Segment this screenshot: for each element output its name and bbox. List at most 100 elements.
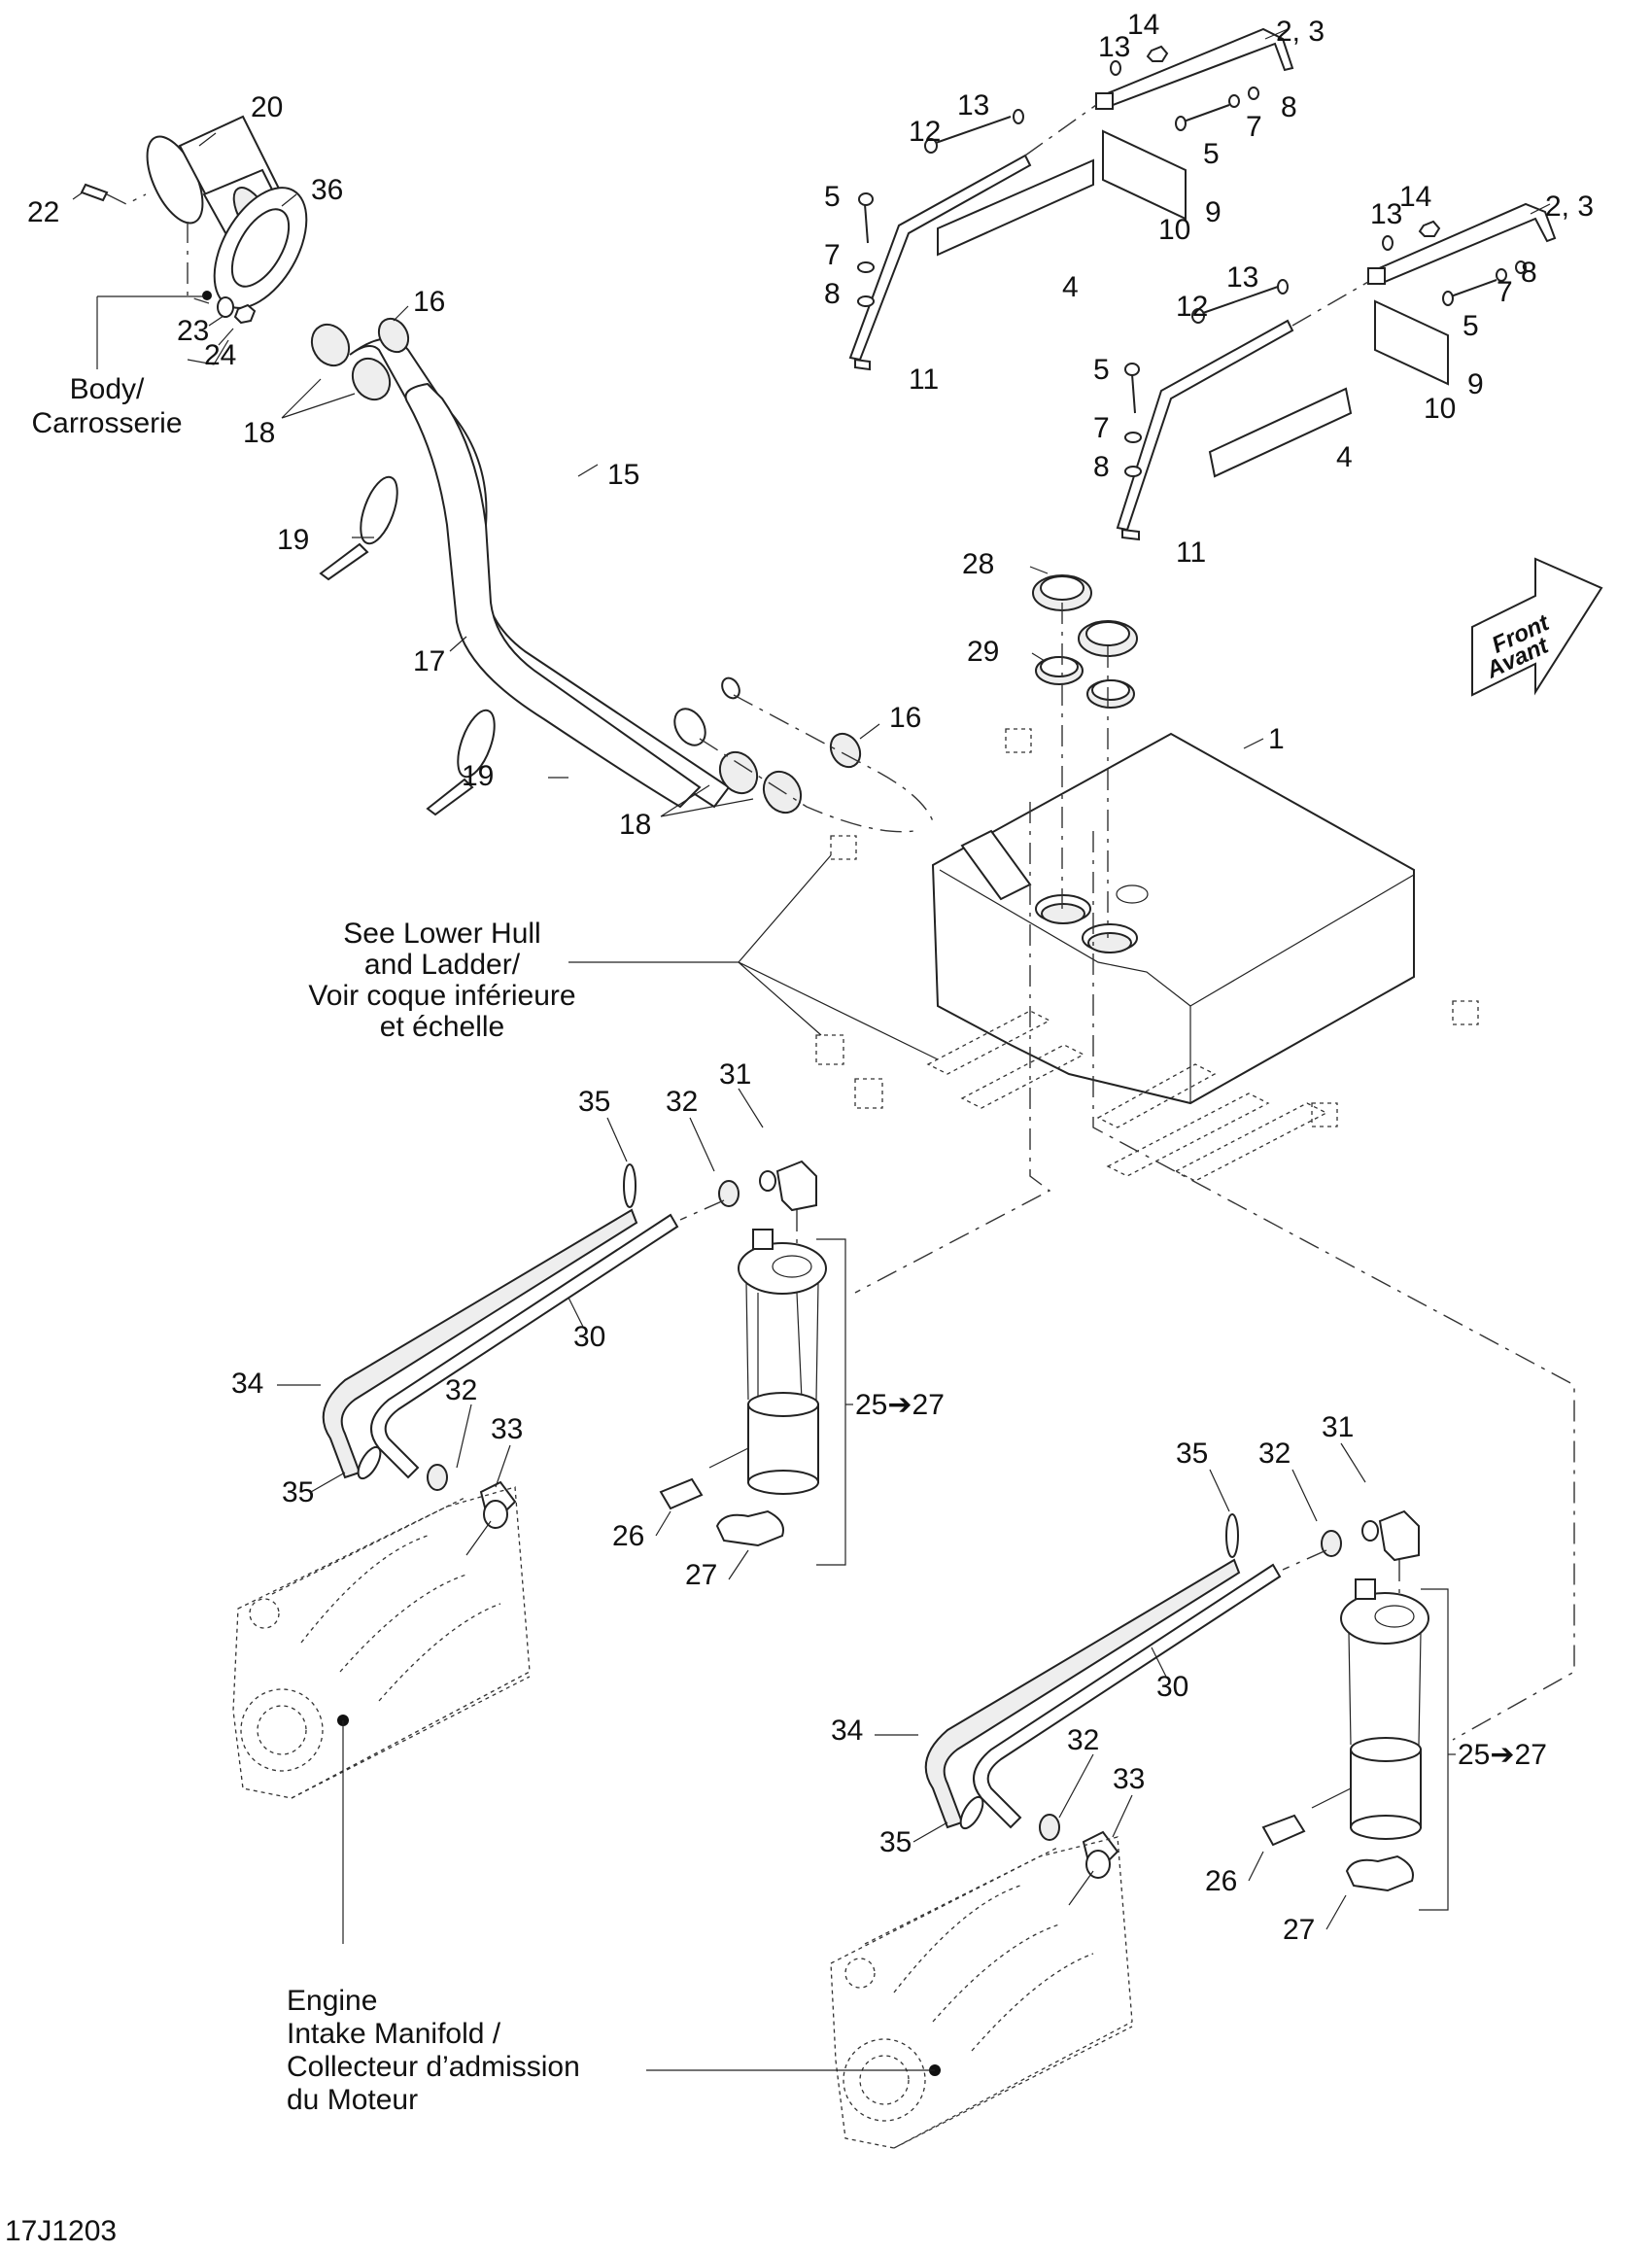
callout: 18 xyxy=(243,417,275,449)
fuel-tank xyxy=(931,732,1415,1105)
callout: 5 xyxy=(1093,354,1110,386)
tank-strap-upper-2 xyxy=(1116,202,1557,541)
callout: 33 xyxy=(1113,1763,1145,1795)
callout: 33 xyxy=(491,1413,523,1445)
bracket-2527-right xyxy=(1419,1588,1449,1911)
callout: 27 xyxy=(685,1559,717,1591)
note-body-line2: Carrosserie xyxy=(31,407,182,439)
callout: 5 xyxy=(1203,138,1220,170)
callout: 8 xyxy=(1281,91,1297,123)
note-engine-line1: Engine xyxy=(287,1985,377,2017)
fittings-right xyxy=(1282,1509,1420,1594)
screw-22 xyxy=(80,183,109,202)
callout: 5 xyxy=(824,181,841,213)
callout: 4 xyxy=(1062,271,1079,303)
callout: 2, 3 xyxy=(1276,16,1325,48)
callout: 9 xyxy=(1467,368,1484,400)
note-lower-hull-line4: et échelle xyxy=(380,1011,504,1043)
note-engine-line4: du Moteur xyxy=(287,2084,418,2116)
callout: 32 xyxy=(1258,1438,1291,1470)
engine-intake-manifold-right xyxy=(830,1836,1133,2149)
note-lower-hull-line2: and Ladder/ xyxy=(364,949,521,981)
callout: 19 xyxy=(277,524,309,556)
note-lower-hull: See Lower Hull and Ladder/ Voir coque in… xyxy=(308,918,575,1043)
note-lower-hull-line3: Voir coque inférieure xyxy=(308,980,575,1012)
nut-24 xyxy=(233,303,257,325)
callout: 20 xyxy=(251,91,283,123)
body-attach-point xyxy=(202,291,212,300)
leader-body-stud xyxy=(187,222,210,304)
callout: 9 xyxy=(1205,196,1222,228)
callout: 12 xyxy=(909,116,941,148)
fuel-pump-module-left xyxy=(659,1229,827,1547)
front-direction-arrow: Front Avant xyxy=(1471,557,1603,697)
washer-23 xyxy=(217,296,234,318)
callout: 31 xyxy=(1322,1411,1354,1443)
callout: 35 xyxy=(578,1086,610,1118)
bracket-2527-left xyxy=(816,1238,846,1566)
callout: 28 xyxy=(962,548,994,580)
callout: 7 xyxy=(824,239,841,271)
callout: 1 xyxy=(1268,723,1285,755)
callout: 29 xyxy=(967,636,999,668)
callout: 23 xyxy=(177,315,209,347)
fuel-pump-module-right xyxy=(1261,1578,1429,1892)
callout: 14 xyxy=(1399,181,1431,213)
callout: 26 xyxy=(1205,1865,1237,1897)
callout: 13 xyxy=(1370,198,1402,230)
callout: 19 xyxy=(462,760,494,792)
note-body-line1: Body/ xyxy=(70,373,145,405)
callout: 26 xyxy=(612,1520,644,1552)
hull-pads xyxy=(815,728,1479,1182)
note-engine-line3: Collecteur d’admission xyxy=(287,2051,580,2083)
leader-33-engine-left xyxy=(465,1520,492,1556)
leader-strap2 xyxy=(1291,281,1369,327)
callout: 10 xyxy=(1158,214,1190,246)
filler-neck-gasket xyxy=(213,187,308,309)
leader-vent-to-tank xyxy=(733,694,934,822)
fittings-left xyxy=(679,1160,817,1244)
callout: 35 xyxy=(879,1826,912,1858)
callout: 18 xyxy=(619,809,651,841)
callout: 11 xyxy=(909,364,939,396)
callout: 12 xyxy=(1176,291,1208,323)
callout: 5 xyxy=(1463,310,1479,342)
callout: 25➔27 xyxy=(1458,1739,1547,1771)
lock-rings-28 xyxy=(1032,574,1138,657)
callout: 16 xyxy=(889,702,921,734)
callout: 11 xyxy=(1176,537,1206,569)
callout: 13 xyxy=(957,89,989,121)
tank-strap-upper-1 xyxy=(848,27,1294,371)
callout: 27 xyxy=(1283,1914,1315,1946)
callout: 31 xyxy=(719,1058,751,1091)
note-lower-hull-line1: See Lower Hull xyxy=(343,918,540,950)
callout: 8 xyxy=(824,278,841,310)
leader-33-engine-right xyxy=(1068,1870,1094,1906)
hose-clamps xyxy=(310,317,862,815)
callout: 17 xyxy=(413,645,445,677)
callout: 7 xyxy=(1246,111,1262,143)
engine-intake-manifold-left xyxy=(232,1486,531,1799)
callout: 13 xyxy=(1098,31,1130,63)
callout: 36 xyxy=(311,174,343,206)
callout: 35 xyxy=(1176,1438,1208,1470)
callout: 22 xyxy=(27,196,59,228)
note-body: Body/ Carrosserie xyxy=(31,373,182,439)
callout: 8 xyxy=(1093,451,1110,483)
callout: 8 xyxy=(1521,257,1537,289)
fuel-lines-right xyxy=(924,1513,1282,1879)
callout-leaders-lower xyxy=(277,1088,1456,1930)
callout: 7 xyxy=(1093,412,1110,444)
note-engine: Engine Intake Manifold / Collecteur d’ad… xyxy=(287,1985,580,2116)
leader-fill-to-tank xyxy=(699,738,914,833)
callout: 30 xyxy=(1156,1671,1188,1703)
fuel-lines-left xyxy=(322,1163,679,1529)
gaskets-29 xyxy=(1035,656,1135,709)
callout-numbers: 14 13 2, 3 8 7 5 13 12 9 10 5 7 8 4 11 1… xyxy=(27,9,1594,1946)
callout: 4 xyxy=(1336,441,1353,473)
callout: 2, 3 xyxy=(1545,191,1594,223)
callout: 7 xyxy=(1497,276,1513,308)
cable-ties xyxy=(319,475,496,816)
callout: 10 xyxy=(1424,393,1456,425)
